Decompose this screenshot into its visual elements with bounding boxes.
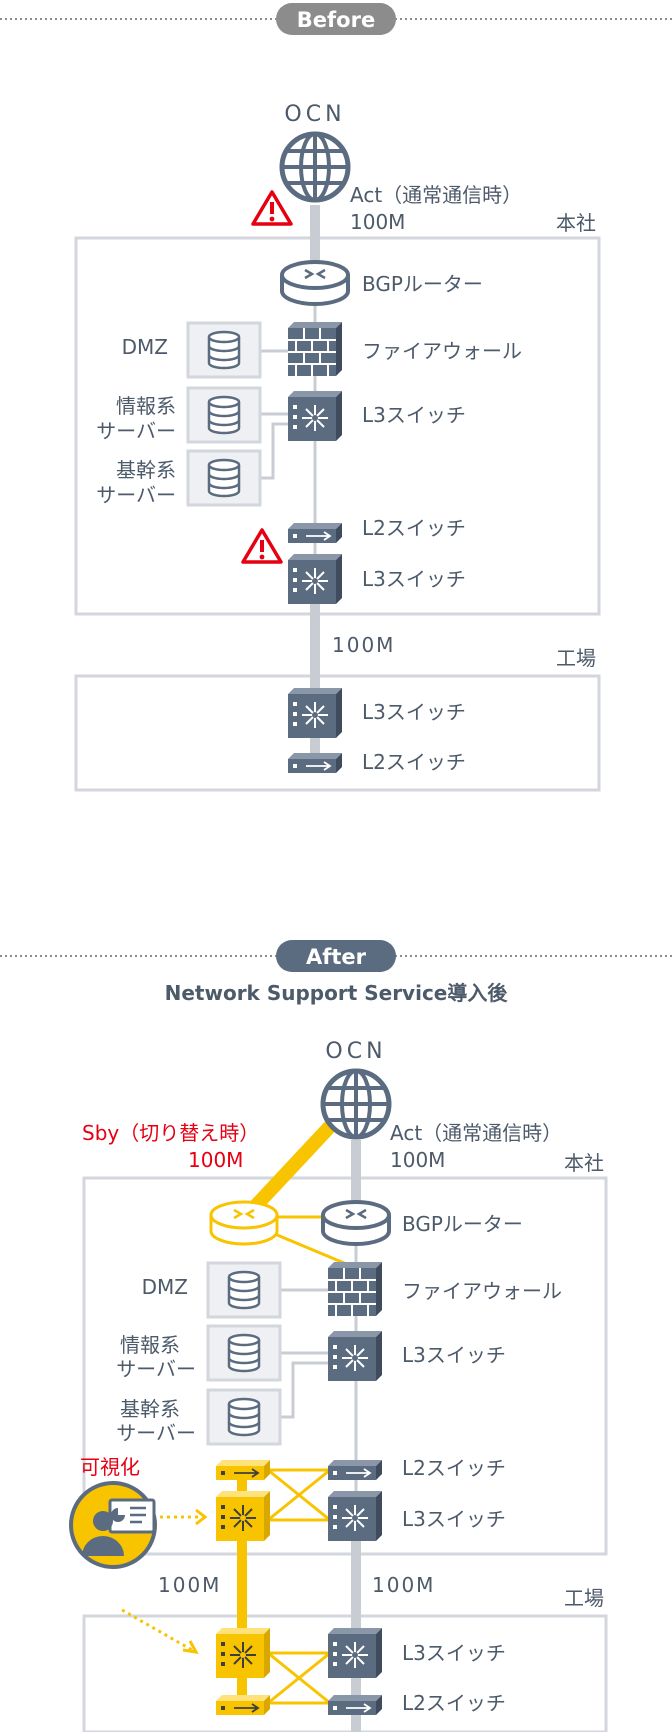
act-label-line1: Act（通常通信時） (390, 1121, 562, 1145)
core-server-label-line1: 基幹系 (120, 1397, 180, 1421)
sby-label-line1: Sby（切り替え時） (82, 1121, 259, 1145)
before-pill-label: Before (297, 8, 375, 32)
link-speed-right-label: 100M (372, 1573, 435, 1597)
ocn-globe-icon (323, 1071, 389, 1137)
dmz-server-icon (186, 321, 262, 379)
l2-switch-icon (287, 522, 343, 544)
sby-label-line2: 100M (188, 1148, 243, 1172)
firewall-label: ファイアウォール (362, 339, 522, 363)
ocn-label: OCN (325, 1039, 386, 1064)
info-server-icon (206, 1324, 282, 1382)
warning-icon (251, 190, 293, 226)
bgp-router-icon (321, 1200, 391, 1246)
factory-l2-switch-icon (287, 752, 343, 774)
ocn-label: OCN (284, 102, 345, 127)
factory-l3-switch-label: L3スイッチ (402, 1641, 506, 1665)
factory-l3-switch-icon (287, 687, 343, 739)
act-label-line2: 100M (350, 210, 405, 234)
info-server-icon (186, 386, 262, 444)
info-server-label-line1: 情報系 (116, 394, 176, 418)
factory-l3-switch-icon (327, 1627, 383, 1679)
core-server-icon (186, 449, 262, 507)
dmz-label: DMZ (122, 335, 168, 359)
hq-frame-before (74, 236, 601, 616)
l2-switch-label: L2スイッチ (362, 516, 466, 540)
core-server-icon (206, 1388, 282, 1446)
backup-factory-l2-switch-icon (215, 1694, 271, 1716)
l3-switch-label: L3スイッチ (362, 403, 466, 427)
bgp-router-icon (280, 260, 350, 306)
factory-label: 工場 (556, 646, 596, 670)
link-speed-left-label: 100M (158, 1573, 221, 1597)
l2-switch-icon (327, 1459, 383, 1481)
l2-switch-label: L2スイッチ (402, 1456, 506, 1480)
l3-switch-icon (327, 1330, 383, 1382)
firewall-label: ファイアウォール (402, 1279, 562, 1303)
visualize-label: 可視化 (80, 1455, 140, 1479)
factory-l2-switch-label: L2スイッチ (402, 1691, 506, 1715)
bgp-router-label: BGPルーター (402, 1212, 523, 1236)
before-pill (276, 3, 396, 35)
l3-switch-icon (287, 553, 343, 605)
l3-switch-icon (287, 390, 343, 442)
info-server-label-line2: サーバー (96, 419, 176, 443)
dmz-label: DMZ (142, 1275, 188, 1299)
after-pill-label: After (306, 945, 367, 969)
bgp-router-label: BGPルーター (362, 272, 483, 296)
act-label-line2: 100M (390, 1148, 445, 1172)
warning-icon (241, 528, 283, 564)
hq-frame-after (82, 1176, 608, 1556)
hq-label: 本社 (556, 211, 596, 235)
l3-switch-label-2: L3スイッチ (402, 1507, 506, 1531)
backup-factory-l3-switch-icon (215, 1627, 271, 1679)
l3-switch-label-2: L3スイッチ (362, 567, 466, 591)
factory-label: 工場 (564, 1586, 604, 1610)
core-server-label-line1: 基幹系 (116, 458, 176, 482)
firewall-icon (287, 321, 343, 377)
backup-l3-switch-icon (215, 1490, 271, 1542)
after-subtitle: Network Support Service導入後 (165, 981, 509, 1005)
after-pill (276, 940, 396, 972)
core-server-label-line2: サーバー (116, 1421, 196, 1445)
firewall-icon (327, 1261, 383, 1317)
l3-switch-label: L3スイッチ (402, 1343, 506, 1367)
factory-l3-switch-label: L3スイッチ (362, 700, 466, 724)
factory-frame-after (82, 1614, 608, 1732)
factory-frame-before (74, 674, 601, 792)
info-server-label-line1: 情報系 (120, 1333, 180, 1357)
backup-l2-switch-icon (215, 1459, 271, 1481)
link-speed-label: 100M (332, 633, 395, 657)
hq-label: 本社 (564, 1151, 604, 1175)
ocn-globe-icon (282, 134, 348, 200)
info-server-label-line2: サーバー (116, 1357, 196, 1381)
core-server-label-line2: サーバー (96, 483, 176, 507)
dmz-server-icon (206, 1261, 282, 1319)
l3-switch-icon (327, 1490, 383, 1542)
act-label-line1: Act（通常通信時） (350, 183, 522, 207)
factory-l2-switch-icon (327, 1694, 383, 1716)
monitoring-user-icon (69, 1481, 157, 1569)
backup-router-icon (209, 1200, 279, 1246)
factory-l2-switch-label: L2スイッチ (362, 750, 466, 774)
